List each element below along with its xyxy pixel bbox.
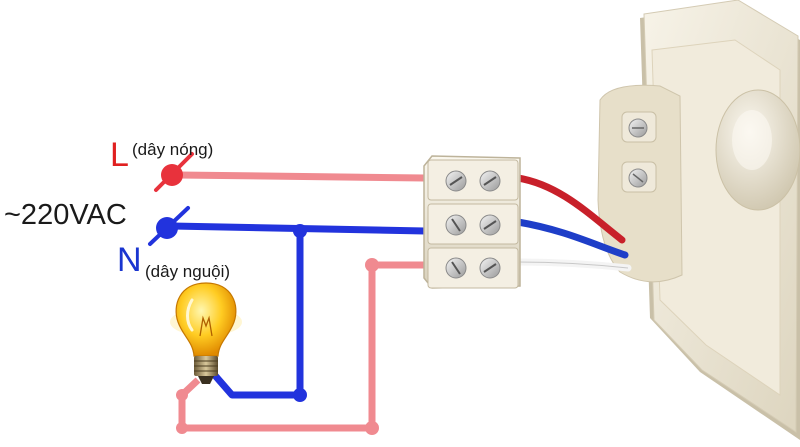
neutral-note-label: (dây nguội): [145, 262, 230, 281]
terminal-block-icon: [423, 155, 521, 289]
sensor-wires: [514, 174, 632, 272]
neutral-letter-label: N: [117, 241, 142, 279]
neutral-terminal-icon: [148, 206, 190, 246]
switched-live-wire: [176, 258, 425, 435]
live-letter-label: L: [110, 136, 129, 174]
live-junction: [365, 421, 379, 435]
neutral-junction: [293, 388, 307, 402]
live-junction: [176, 422, 188, 434]
motion-sensor-icon: [597, 0, 800, 440]
live-wire: [174, 171, 429, 182]
live-terminal-icon: [154, 152, 194, 192]
neutral-wire: [168, 222, 429, 402]
live-junction: [365, 258, 379, 272]
live-note-label: (dây nóng): [132, 140, 213, 159]
live-junction: [176, 389, 188, 401]
light-bulb-icon: [170, 282, 242, 384]
voltage-label: ~220VAC: [4, 199, 127, 231]
neutral-junction: [293, 224, 307, 238]
